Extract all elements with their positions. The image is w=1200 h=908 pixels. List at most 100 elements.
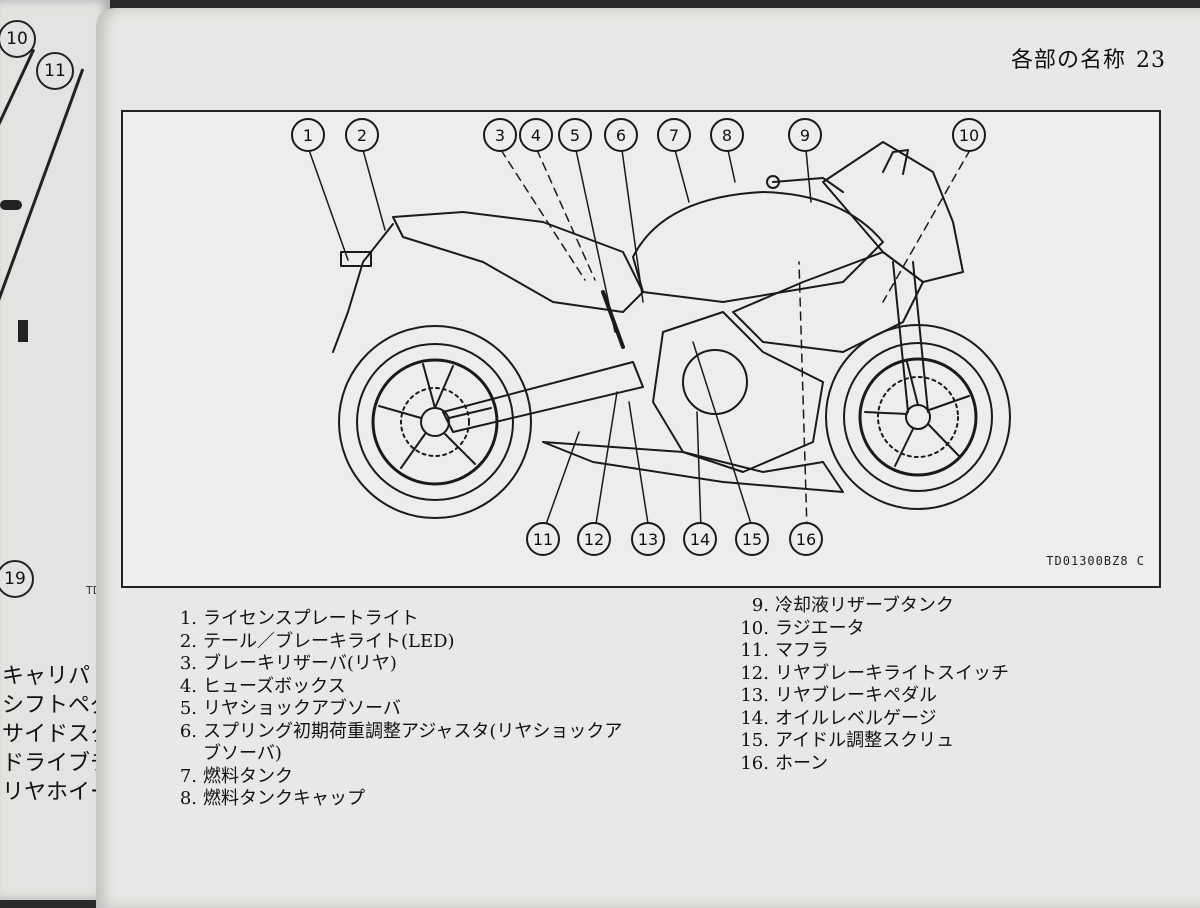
legend-number: 10. [740, 617, 769, 639]
mirror [882, 149, 909, 175]
license-bracket [332, 223, 394, 353]
legend-number: 8. [179, 788, 197, 809]
legend-text: リヤブレーキライトスイッチ [775, 662, 1009, 684]
left-label: ドライブチェー [2, 751, 110, 776]
legend-number: 5. [179, 698, 197, 719]
rear-wheel [338, 325, 532, 519]
legend-item: 3. ブレーキリザーバ(リヤ) [165, 653, 625, 676]
legend-item: 6. スプリング初期荷重調整アジャスタ(リヤショックアブソーバ) [165, 721, 625, 766]
legend-number: 6. [179, 720, 197, 742]
front-fork [892, 261, 929, 413]
left-legend: キャリパ シフトペダル サイドスタンド ドライブチェー リヤホイール [2, 662, 110, 807]
legend-item: 9. 冷却液リザーブタンク [725, 595, 1145, 618]
motorcycle-diagram: 1 2 3 4 5 6 7 8 9 10 11 12 13 14 15 16 T… [121, 110, 1161, 588]
legend-item: 7. 燃料タンク [165, 766, 625, 789]
rear-seat [392, 211, 644, 313]
legend-number: 11. [740, 640, 769, 661]
callout-14: 14 [683, 522, 717, 556]
legend-item: 10. ラジエータ [725, 618, 1145, 641]
legend-item: 16. ホーン [725, 753, 1145, 776]
legend-item: 8. 燃料タンクキャップ [165, 788, 625, 811]
callout-2: 2 [345, 118, 379, 152]
legend-text: 燃料タンク [203, 765, 293, 787]
legend-text: ブレーキリザーバ(リヤ) [203, 653, 397, 674]
legend-number: 16. [740, 752, 769, 774]
legend-number: 9. [751, 595, 769, 616]
legend-text: ヒューズボックス [203, 675, 346, 697]
handlebar-grip [766, 175, 780, 189]
legend-item: 12. リヤブレーキライトスイッチ [725, 663, 1145, 686]
legend-text: オイルレベルゲージ [775, 707, 937, 729]
legend-text: テール／ブレーキライト(LED) [203, 630, 455, 652]
legend-text: ラジエータ [775, 617, 865, 639]
leader-lines [308, 149, 971, 531]
legend-item: 15. アイドル調整スクリュ [725, 730, 1145, 753]
legend-number: 15. [740, 730, 769, 751]
engine [652, 311, 824, 473]
legend-text: 燃料タンクキャップ [203, 788, 365, 809]
legend-number: 1. [179, 608, 197, 629]
diagram-code: TD01300BZ8 C [1046, 554, 1145, 568]
callout-19: 19 [0, 560, 34, 598]
legend-number: 12. [740, 662, 769, 684]
left-label: リヤホイール [2, 780, 110, 805]
callout-7: 7 [657, 118, 691, 152]
engine-cover [682, 349, 748, 415]
callout-9: 9 [788, 118, 822, 152]
exhaust-muffler [542, 441, 844, 493]
callout-15: 15 [735, 522, 769, 556]
pedal-part [18, 320, 28, 342]
motorcycle-illustration [308, 141, 1011, 531]
callout-4: 4 [519, 118, 553, 152]
legend-number: 13. [740, 685, 769, 706]
legend-text: リヤブレーキペダル [775, 685, 937, 706]
page-number: 23 [1136, 48, 1166, 73]
legend-number: 3. [179, 653, 197, 674]
callout-11: 11 [526, 522, 560, 556]
front-wheel [825, 324, 1011, 510]
left-page: 10 11 19 TD0 キャリパ シフトペダル サイドスタンド ドライブチェー… [0, 0, 110, 900]
side-cowl [732, 251, 924, 353]
callout-10: 10 [0, 20, 36, 58]
legend-number: 14. [740, 707, 769, 729]
license-light [340, 251, 372, 267]
handlebar [772, 177, 844, 193]
legend-item: 14. オイルレベルゲージ [725, 708, 1145, 731]
legend-text: ホーン [775, 752, 829, 774]
left-label: サイドスタンド [2, 722, 110, 747]
legend-item: 2. テール／ブレーキライト(LED) [165, 631, 625, 654]
callout-16: 16 [789, 522, 823, 556]
legend-text: リヤショックアブソーバ [203, 698, 401, 719]
callout-1: 1 [291, 118, 325, 152]
callout-11: 11 [36, 52, 74, 90]
left-label: キャリパ [2, 664, 91, 689]
legend-text: マフラ [775, 640, 829, 661]
legend-item: 4. ヒューズボックス [165, 676, 625, 699]
leader-line [0, 68, 85, 352]
legend-text: アイドル調整スクリュ [775, 730, 955, 751]
swingarm [442, 361, 644, 433]
left-label: シフトペダル [2, 693, 110, 718]
callout-13: 13 [631, 522, 665, 556]
callout-3: 3 [483, 118, 517, 152]
legend-item: 1. ライセンスプレートライト [165, 608, 625, 631]
legend-number: 4. [179, 675, 197, 697]
fuel-tank [632, 191, 884, 303]
legend-item: 13. リヤブレーキペダル [725, 685, 1145, 708]
callout-5: 5 [558, 118, 592, 152]
legend-text: 冷却液リザーブタンク [775, 595, 954, 616]
legend-left: 1. ライセンスプレートライト 2. テール／ブレーキライト(LED) 3. ブレーキ… [165, 608, 625, 811]
legend-text: スプリング初期荷重調整アジャスタ(リヤショックアブソーバ) [203, 720, 623, 765]
legend-item: 5. リヤショックアブソーバ [165, 698, 625, 721]
legend-number: 7. [179, 765, 197, 787]
page-header: 各部の名称 23 [1001, 42, 1166, 74]
callout-6: 6 [604, 118, 638, 152]
callout-10: 10 [952, 118, 986, 152]
legend-item: 11. マフラ [725, 640, 1145, 663]
page-title: 各部の名称 [1010, 48, 1126, 73]
legend-text: ライセンスプレートライト [203, 608, 419, 629]
legend-right: 9. 冷却液リザーブタンク 10. ラジエータ 11. マフラ 12. リヤブレーキライ… [725, 595, 1145, 775]
legend-number: 2. [179, 630, 197, 652]
callout-8: 8 [710, 118, 744, 152]
callout-12: 12 [577, 522, 611, 556]
